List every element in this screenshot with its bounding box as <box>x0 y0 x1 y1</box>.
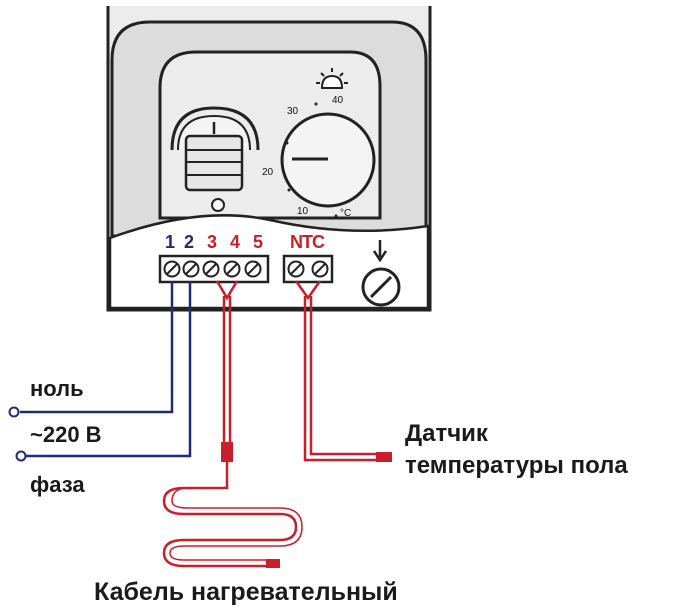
sensor-probe <box>376 452 392 462</box>
heating-cable <box>162 280 303 568</box>
scale-label-10: 10 <box>297 206 309 217</box>
terminal-screw-3[interactable] <box>202 260 220 278</box>
scale-label-30: 30 <box>287 106 299 117</box>
terminal-screws-power[interactable] <box>163 260 262 278</box>
scale-dots <box>285 102 338 218</box>
heating-cable-end <box>266 559 280 568</box>
label-heating-cable: Кабель нагревательный <box>94 578 398 606</box>
terminal-label-1: 1 <box>165 232 176 252</box>
terminal-screw-1[interactable] <box>163 260 181 278</box>
terminal-label-3: 3 <box>207 232 218 252</box>
terminal-screw-4[interactable] <box>223 260 241 278</box>
terminal-screw-5[interactable] <box>244 260 262 278</box>
phase-terminal <box>15 450 27 462</box>
heating-cable-coupling <box>221 442 233 462</box>
scale-label-20: 20 <box>262 167 274 178</box>
neutral-terminal <box>8 406 20 418</box>
indicator-led <box>211 198 225 212</box>
power-switch[interactable] <box>170 106 260 192</box>
label-sensor-line1: Датчик <box>405 420 488 447</box>
label-phase: фаза <box>30 472 85 497</box>
terminal-label-2: 2 <box>184 232 195 252</box>
neutral-wire <box>20 281 174 414</box>
phase-wire <box>26 281 192 458</box>
scale-label-40: 40 <box>332 95 344 106</box>
ground-screw[interactable] <box>361 267 401 307</box>
ground-arrow-icon <box>372 240 388 263</box>
sun-icon <box>316 68 348 89</box>
label-voltage: ~220 В <box>30 422 102 447</box>
terminal-label-5: 5 <box>253 232 264 252</box>
scale-unit: °C <box>340 208 352 219</box>
sensor-wire <box>294 280 378 462</box>
terminal-label-ntc: NTC <box>290 232 325 252</box>
label-sensor-line2: температуры пола <box>405 452 628 479</box>
temperature-knob[interactable] <box>280 112 376 208</box>
ntc-screw-1[interactable] <box>287 260 305 278</box>
ntc-screw-2[interactable] <box>311 260 329 278</box>
terminal-screw-2[interactable] <box>182 260 200 278</box>
label-neutral: ноль <box>30 376 84 401</box>
terminal-screws-ntc[interactable] <box>287 260 329 278</box>
terminal-label-4: 4 <box>230 232 241 252</box>
